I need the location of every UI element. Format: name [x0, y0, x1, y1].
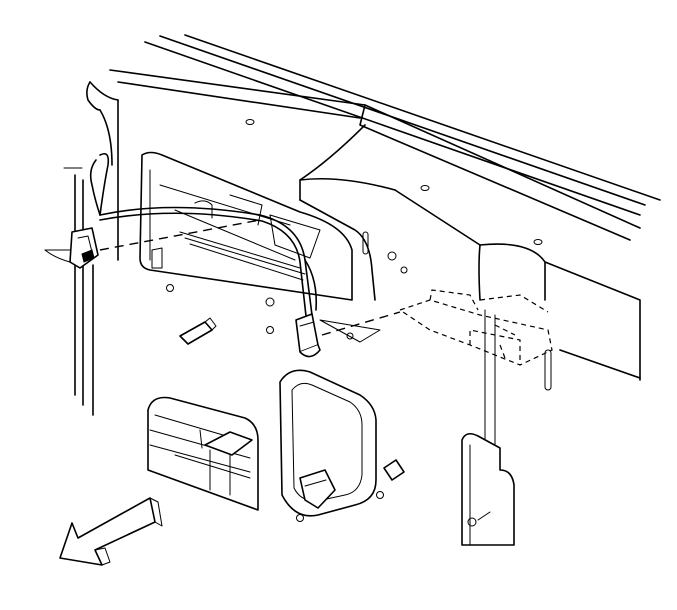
duct-outlet [279, 369, 405, 522]
panel-opening [139, 151, 353, 301]
connector-left [69, 219, 261, 269]
wiring-harness-right [304, 259, 318, 311]
instrument-panel-body [63, 34, 661, 416]
hidden-bracket [398, 289, 553, 366]
wiring-harness-left [44, 152, 313, 317]
side-bracket [461, 309, 552, 546]
lower-opening [147, 396, 259, 511]
forward-direction-arrow-icon [59, 497, 163, 566]
loose-tab [179, 317, 217, 345]
connector-right [295, 311, 401, 358]
